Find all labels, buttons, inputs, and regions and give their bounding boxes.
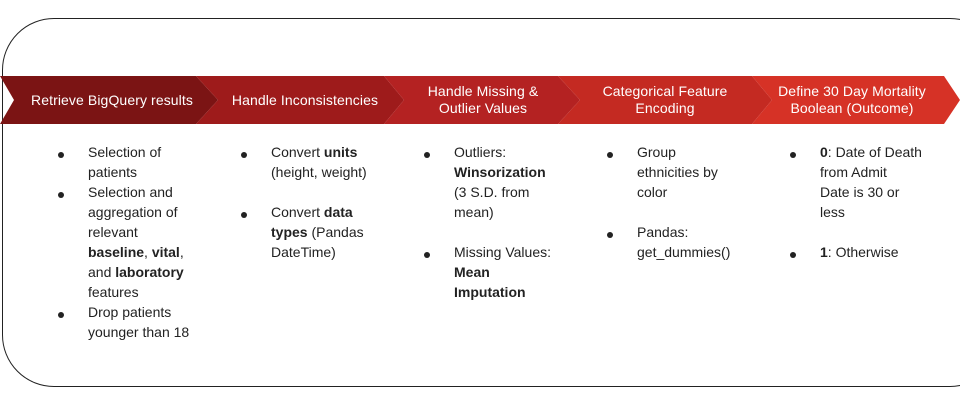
text-line: patients: [88, 164, 138, 180]
chevron-shapes: [0, 76, 960, 124]
column-encoding: Group ethnicities by color Pandas: get_d…: [607, 142, 747, 262]
step-title-3-line2: Outlier Values: [438, 100, 528, 116]
bullet-dot: [58, 192, 64, 198]
col2-item-2: Convert data types (Pandas DateTime): [271, 202, 391, 262]
col1-item-3: Drop patients younger than 18: [88, 302, 218, 342]
text-line: Pandas:: [637, 224, 689, 240]
step-title-5: Define 30 Day Mortality Boolean (Outcome…: [760, 76, 944, 124]
text-line: Date is 30 or: [820, 184, 900, 200]
column-retrieve: Selection of patients Selection and aggr…: [58, 142, 218, 342]
col1-item-1: Selection of patients: [88, 142, 218, 182]
text-line: types (Pandas: [271, 222, 391, 242]
bullet-dot: [241, 212, 247, 218]
step-title-3: Handle Missing & Outlier Values: [404, 76, 562, 124]
text-line: Selection and: [88, 184, 173, 200]
text-line: Outliers:: [454, 144, 507, 160]
bold-winsorization: Winsorization: [454, 164, 546, 180]
text-line: aggregation of: [88, 204, 178, 220]
text-line: baseline, vital,: [88, 242, 218, 262]
col3-item-2: Missing Values: Mean Imputation: [454, 242, 574, 302]
bold-types: types: [271, 224, 308, 240]
bullet-dot: [241, 152, 247, 158]
text-line: ethnicities by: [637, 164, 718, 180]
text-line: Drop patients: [88, 304, 172, 320]
bullet-dot: [790, 252, 796, 258]
text-line: get_dummies(): [637, 244, 731, 260]
col4-item-1: Group ethnicities by color: [637, 142, 747, 202]
step-title-1: Retrieve BigQuery results: [30, 91, 193, 108]
chevron-step-5: [752, 76, 960, 124]
text-line: features: [88, 284, 139, 300]
col2-item-1: Convert units (height, weight): [271, 142, 391, 182]
bold-units: units: [323, 144, 358, 160]
text-line: Winsorization: [454, 162, 574, 182]
col1-item-2: Selection and aggregation of relevant ba…: [88, 182, 218, 302]
bold-data: data: [323, 204, 353, 220]
process-chevron-band: Retrieve BigQuery results Handle Inconsi…: [0, 76, 960, 124]
step-title-5-line1: Define 30 Day Mortality: [778, 83, 926, 99]
bold-one: 1: [820, 244, 828, 260]
bullet-dot: [58, 312, 64, 318]
bullet-dot: [424, 252, 430, 258]
step-title-3-line1: Handle Missing &: [427, 83, 539, 99]
bullet-dot: [607, 232, 613, 238]
col3-item-1: Outliers: Winsorization (3 S.D. from mea…: [454, 142, 574, 222]
chevron-step-4: [558, 76, 772, 124]
text-pre: Convert: [271, 204, 324, 220]
bold-laboratory: laboratory: [115, 264, 184, 280]
text-line: Convert data: [271, 202, 391, 222]
step-title-4: Categorical Feature Encoding: [580, 76, 750, 124]
text-line: and laboratory: [88, 262, 218, 282]
step-title-5-line2: Boolean (Outcome): [790, 100, 914, 116]
text-line: less: [820, 204, 845, 220]
step-title-4-line1: Categorical Feature: [602, 83, 728, 99]
text-line: (height, weight): [271, 164, 367, 180]
bold-baseline: baseline: [88, 244, 145, 260]
col5-item-1: 0: Date of Death from Admit Date is 30 o…: [820, 142, 940, 222]
bullet-dot: [607, 152, 613, 158]
text-line: color: [637, 184, 668, 200]
rounded-frame: [2, 18, 960, 387]
step-title-2: Handle Inconsistencies: [231, 91, 379, 108]
bullet-dot: [58, 152, 64, 158]
text-rest: : Otherwise: [827, 244, 899, 260]
text-pre: Convert: [271, 144, 324, 160]
text-rest: : Date of Death: [827, 144, 922, 160]
text-line: 0: Date of Death: [820, 142, 940, 162]
text-line: Missing Values:: [454, 244, 552, 260]
bold-imputation: Imputation: [454, 284, 526, 300]
text-line: mean): [454, 204, 494, 220]
text-line: Imputation: [454, 282, 574, 302]
step-title-4-line2: Encoding: [635, 100, 695, 116]
bullet-dot: [424, 152, 430, 158]
text-line: Group: [637, 144, 676, 160]
col4-item-2: Pandas: get_dummies(): [637, 222, 747, 262]
bold-mean: Mean: [454, 264, 490, 280]
bold-vital: vital: [151, 244, 180, 260]
text-paren: (Pandas: [307, 224, 364, 240]
text-line: 1: Otherwise: [820, 242, 940, 262]
text-line: Selection of: [88, 144, 162, 160]
text-line: relevant: [88, 224, 138, 240]
chevron-step-1: [0, 76, 218, 124]
text-line: younger than 18: [88, 324, 190, 340]
column-missing-outliers: Outliers: Winsorization (3 S.D. from mea…: [424, 142, 574, 302]
bullet-dot: [790, 152, 796, 158]
column-inconsistencies: Convert units (height, weight) Convert d…: [241, 142, 391, 262]
chevron-step-3: [384, 76, 580, 124]
bold-zero: 0: [820, 144, 828, 160]
text-sep: ,: [144, 244, 152, 260]
text-line: Mean: [454, 262, 574, 282]
text-line: DateTime): [271, 244, 336, 260]
text-and: and: [88, 264, 116, 280]
col5-item-2: 1: Otherwise: [820, 242, 940, 262]
text-line: Convert units: [271, 142, 391, 162]
column-outcome: 0: Date of Death from Admit Date is 30 o…: [790, 142, 940, 262]
text-sep: ,: [179, 244, 184, 260]
chevron-step-2: [196, 76, 404, 124]
text-line: from Admit: [820, 164, 887, 180]
text-line: (3 S.D. from: [454, 184, 530, 200]
